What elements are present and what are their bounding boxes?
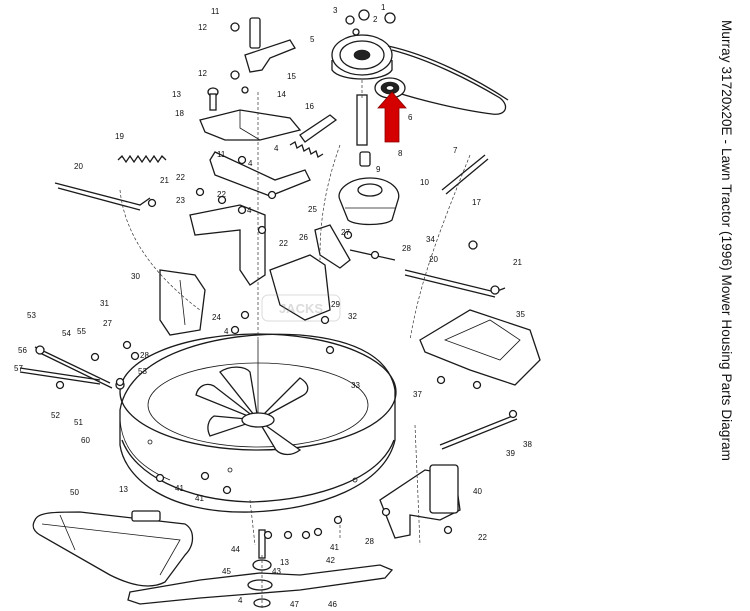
callout-label: 42 [326,556,335,565]
callout-label: 26 [299,233,308,242]
callout-label: 43 [272,567,281,576]
callout-label: 55 [77,327,86,336]
callout-label: 24 [212,313,221,322]
callout-label: 27 [341,228,350,237]
callout-label: 22 [176,173,185,182]
callout-label: 12 [198,69,207,78]
callout-label: 3 [333,6,338,15]
callout-label: 17 [472,198,481,207]
springs-and-rods [54,141,518,450]
callout-label: 41 [175,484,184,493]
callout-label: 23 [176,196,185,205]
callout-label: 13 [280,558,289,567]
discharge-chute [32,510,194,587]
callout-label: 41 [195,494,204,503]
callout-label: 51 [74,418,83,427]
callout-label: 14 [277,90,286,99]
callout-label: 2 [373,15,378,24]
callout-label: 21 [160,176,169,185]
callout-label: 50 [70,488,79,497]
callout-label: 20 [429,255,438,264]
diagram-title: Murray 31720x20E - Lawn Tractor (1996) M… [719,20,734,462]
callout-label: 53 [27,311,36,320]
callout-label: 52 [51,411,60,420]
callout-label: 44 [231,545,240,554]
callout-label: 11 [211,7,220,16]
upper-brackets [199,17,338,143]
left-side-linkage [19,345,125,390]
callout-label: 22 [478,533,487,542]
callout-label: 35 [516,310,525,319]
callout-label: 22 [279,239,288,248]
mower-deck-housing [119,333,397,513]
callout-label: 33 [351,381,360,390]
callout-label: 5 [310,35,315,44]
callout-labels: 11 12 15 12 14 13 18 4 16 3 2 1 5 6 7 8 … [14,3,532,609]
callout-label: 13 [119,485,128,494]
callout-label: 4 [238,596,243,605]
callout-label: 15 [287,72,296,81]
callout-label: 25 [308,205,317,214]
callout-label: 28 [140,351,149,360]
callout-label: 27 [103,319,112,328]
callout-label: 7 [453,146,458,155]
rear-bracket [419,309,541,386]
callout-label: 4 [248,159,253,168]
callout-label: 4 [274,144,279,153]
hanger-brackets [159,151,351,336]
callout-label: 1 [381,3,386,12]
callout-label: 30 [131,272,140,281]
watermark: JACKS [261,294,341,322]
front-bracket [379,464,461,539]
callout-label: 4 [247,206,252,215]
callout-label: 38 [523,440,532,449]
callout-label: 29 [331,300,340,309]
deck-fan-ribs [195,340,309,456]
callout-label: 22 [217,190,226,199]
callout-label: 32 [348,312,357,321]
callout-label: 57 [14,364,23,373]
callout-label: 9 [376,165,381,174]
callout-label: 10 [420,178,429,187]
spindle-pulley-assembly [331,9,509,226]
callout-label: 11 [217,150,226,159]
callout-label: 54 [62,329,71,338]
callout-label: 6 [408,113,413,122]
callout-label: 39 [506,449,515,458]
callout-label: 37 [413,390,422,399]
callout-label: 28 [365,537,374,546]
assembly-guide-lines [119,80,471,610]
callout-label: 60 [81,436,90,445]
callout-label: 56 [18,346,27,355]
callout-label: 47 [290,600,299,609]
callout-label: 41 [330,543,339,552]
callout-label: 31 [100,299,109,308]
watermark-text: JACKS [279,301,323,316]
callout-label: 8 [398,149,403,158]
callout-label: 34 [426,235,435,244]
callout-label: 19 [115,132,124,141]
callout-label: 40 [473,487,482,496]
callout-label: 12 [198,23,207,32]
callout-label: 46 [328,600,337,609]
callout-label: 45 [222,567,231,576]
callout-label: 20 [74,162,83,171]
callout-label: 28 [402,244,411,253]
pointer-arrow [377,91,407,143]
callout-label: 53 [138,367,147,376]
callout-label: 21 [513,258,522,267]
callout-label: 16 [305,102,314,111]
hardware-nuts [55,155,518,540]
callout-label: 4 [224,327,229,336]
callout-label: 18 [175,109,184,118]
callout-label: 13 [172,90,181,99]
